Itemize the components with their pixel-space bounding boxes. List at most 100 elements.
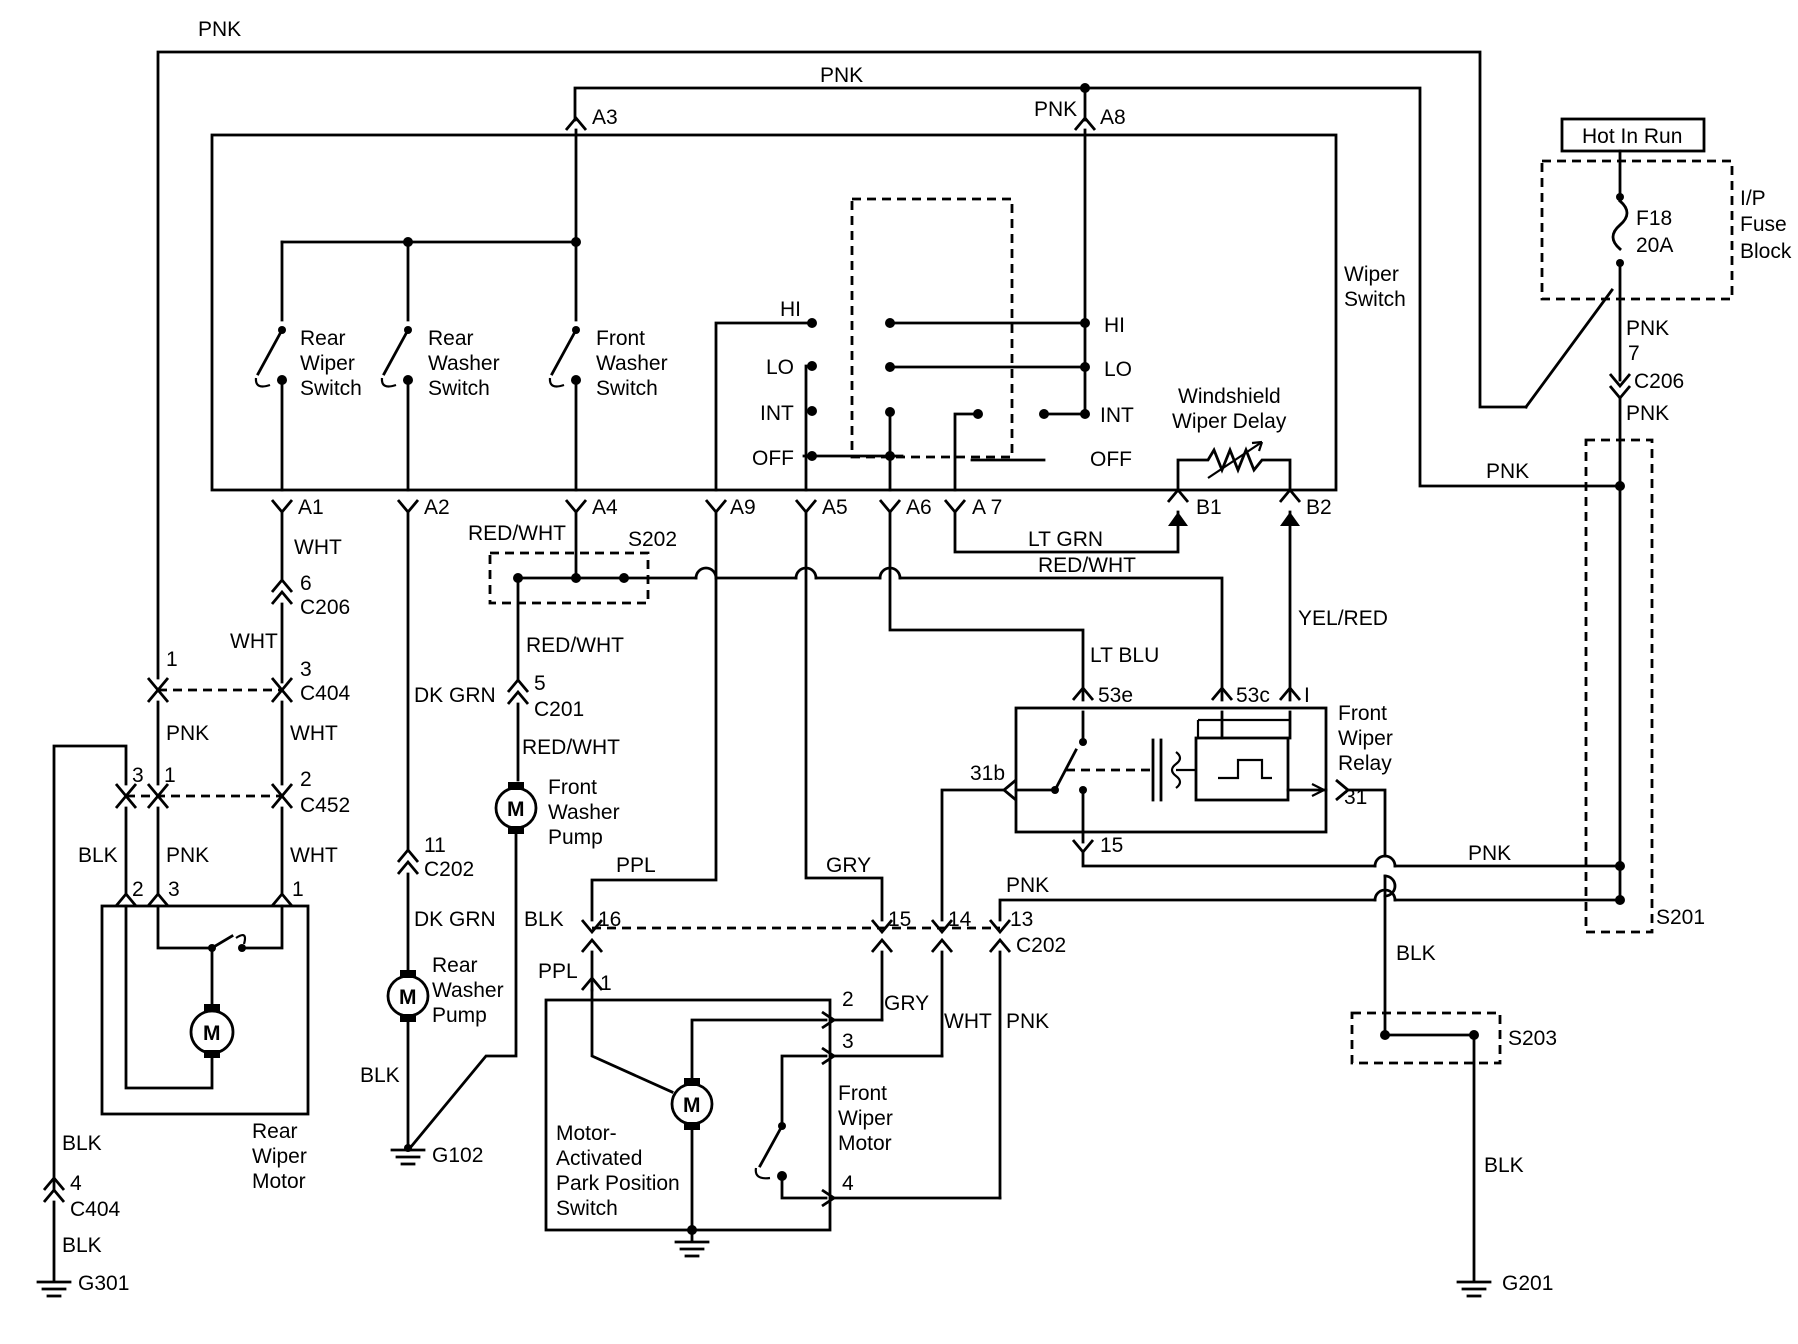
switch-bottom-pins: A1 A2 A4 A9 A5 A6 A 7 B1 B2 [270,487,1332,519]
wire-label-lt-grn: LT GRN [1028,528,1103,551]
wire-label-pnk-motor: PNK [1006,1010,1049,1033]
c452-pin-3: 3 [132,764,144,787]
c452-pin-2: 2 [300,768,312,791]
front-wiper-motor: Front Wiper Motor Motor- Activated Park … [544,998,893,1242]
wire-label-red-wht-pump: RED/WHT [522,736,620,759]
wiper-switch: Wiper Switch A3 A8 Rear Wiper Switch Rea… [210,106,1406,492]
c206-pin-7: 7 [1628,342,1640,365]
rear-pump-label-3: Pump [432,1004,487,1027]
left-pos-int: INT [760,402,794,425]
rear-wiper-wires: WHT 6 C206 WHT 3 1 C404 PNK WHT 3 1 2 C4… [42,510,351,1282]
wire-label-pnk-a8: PNK [1034,98,1077,121]
relay-pin-31: 31 [1344,786,1367,809]
wire-label-red-wht-c201: RED/WHT [526,634,624,657]
relay-pin-i: I [1304,684,1310,707]
wire-label-blk-g301: BLK [62,1234,102,1257]
splice-s202: S202 RED/WHT RED/WHT [468,510,1224,702]
right-pos-lo: LO [1104,358,1132,381]
right-pos-off: OFF [1090,448,1132,471]
c404-label-top: C404 [300,682,351,705]
right-pos-int: INT [1100,404,1134,427]
c202-pin-11: 11 [424,834,446,857]
pin-a7: A 7 [972,496,1002,519]
front-motor-label-3: Motor [838,1132,892,1155]
fuse-block: Hot In Run I/P Fuse Block F18 20A PNK 7 … [1540,117,1792,902]
relay-pin-53e: 53e [1098,684,1133,707]
splice-s201 [1584,438,1654,934]
s203-label: S203 [1508,1027,1557,1050]
rear-washer-switch-label-2: Washer [428,352,500,375]
pin-a9: A9 [730,496,756,519]
wire-lt-grn [953,510,1180,554]
pin-b1: B1 [1196,496,1222,519]
motor-pin-3: 3 [842,1030,854,1053]
wire-lt-blu [888,510,1085,702]
fuse-block-label-3: Block [1740,240,1792,263]
relay-label-3: Relay [1338,752,1392,775]
rear-motor-label-1: Rear [252,1120,298,1143]
wire-label-lt-blu: LT BLU [1090,644,1159,667]
rear-washer-switch-label-1: Rear [428,327,474,350]
wire-label-red-wht-relay: RED/WHT [1038,554,1136,577]
front-pump-label-3: Pump [548,826,603,849]
rear-wiper-switch-label-3: Switch [300,377,362,400]
pin-a1: A1 [298,496,324,519]
wire-label-pnk-a3: PNK [820,64,863,87]
wire-label-blk-g201: BLK [1484,1154,1524,1177]
right-pos-hi: HI [1104,314,1125,337]
c201-pin-5: 5 [534,672,546,695]
front-washer-pump-branch: RED/WHT 5 C201 RED/WHT M Front Washer Pu… [408,576,624,1150]
front-washer-switch-label-1: Front [596,327,645,350]
connector-c202: 16 15 14 13 C202 [580,908,1066,957]
wire-label-blk-c404-bottom: BLK [62,1132,102,1155]
relay-pin-31b: 31b [970,762,1005,785]
pin-a3: A3 [592,106,618,129]
s203-outline [1350,1011,1502,1065]
pin-a2: A2 [424,496,450,519]
relay-label-1: Front [1338,702,1387,725]
windshield-delay-label-2: Wiper Delay [1172,410,1287,433]
fuse-block-outline [1540,159,1734,301]
ground-g201: G201 [1456,1272,1553,1298]
wire-label-wht-c206: WHT [230,630,278,653]
c202-pin-14: 14 [948,908,972,931]
c452-label: C452 [300,794,350,817]
wire-label-wht-motor: WHT [944,1010,992,1033]
c202-label-main: C202 [1016,934,1066,957]
wire-label-pnk-relay15: PNK [1468,842,1511,865]
front-pump-m-symbol: M [507,798,525,821]
wire-label-yel-red: YEL/RED [1298,607,1388,630]
front-motor-label-1: Front [838,1082,887,1105]
rear-motor-m-symbol: M [203,1022,221,1045]
front-motor-m-symbol: M [683,1094,701,1117]
wire-label-gry-a5: GRY [826,854,871,877]
s201-label: S201 [1656,906,1705,929]
rear-wiper-switch-label-1: Rear [300,327,346,350]
relay-outline [1014,706,1328,834]
wire-label-blk-relay31: BLK [1396,942,1436,965]
wire-label-pnk-s201-branch: PNK [1486,460,1529,483]
c202-label-left: C202 [424,858,474,881]
wire-label-red-wht-a4: RED/WHT [468,522,566,545]
fuse-name: F18 [1636,207,1672,230]
left-pos-lo: LO [766,356,794,379]
relay-label-2: Wiper [1338,727,1393,750]
rear-washer-switch-label-3: Switch [428,377,490,400]
hot-in-run-label: Hot In Run [1582,125,1682,148]
relay-timer-module [1194,736,1290,802]
rear-motor-label-3: Motor [252,1170,306,1193]
rear-washer-pump-branch: DK GRN 11 C202 DK GRN M Rear Washer Pump… [360,510,504,1152]
hot-in-run-box [1560,117,1706,153]
wire-label-blk-rear-pump: BLK [360,1064,400,1087]
c206-pin-6: 6 [300,572,312,595]
front-washer-switch-label-2: Washer [596,352,668,375]
relay-pin-15: 15 [1100,834,1123,857]
ground-g301: G301 [36,1272,129,1298]
wire-label-blk-c452: BLK [78,844,118,867]
c404-pin-4: 4 [70,1172,82,1195]
pin-a5: A5 [822,496,848,519]
front-motor-label-2: Wiper [838,1107,893,1130]
wiper-switch-label-1: Wiper [1344,263,1399,286]
g102-label: G102 [432,1144,483,1167]
wire-label-pnk-c452: PNK [166,844,209,867]
